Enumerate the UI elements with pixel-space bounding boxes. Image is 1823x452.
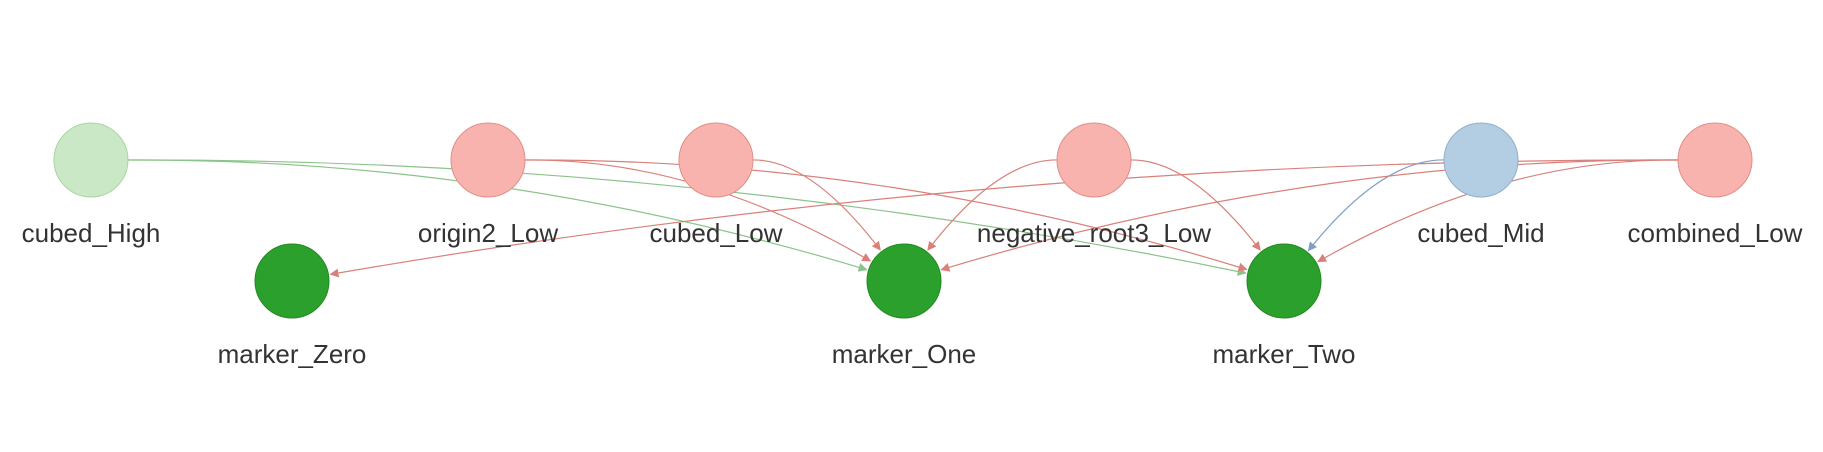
node-circle-cubed_Low[interactable] (678, 122, 754, 198)
nodes-layer: cubed_High origin2_Low cubed_Low negative_r… (22, 122, 1803, 369)
edge-cubed_Low-to-marker_One (751, 159, 881, 251)
node-label-cubed_High: cubed_High (22, 218, 161, 248)
node-cubed_High[interactable]: cubed_High (22, 122, 161, 248)
node-label-negative_root3_Low: negative_root3_Low (977, 218, 1211, 248)
node-circle-cubed_High[interactable] (53, 122, 129, 198)
node-circle-marker_Zero[interactable] (254, 243, 330, 319)
node-label-marker_Two: marker_Two (1212, 339, 1355, 369)
node-circle-cubed_Mid[interactable] (1443, 122, 1519, 198)
node-origin2_Low[interactable]: origin2_Low (418, 122, 558, 248)
node-marker_One[interactable]: marker_One (832, 243, 977, 369)
node-circle-marker_One[interactable] (866, 243, 942, 319)
node-marker_Zero[interactable]: marker_Zero (218, 243, 367, 369)
node-label-marker_Zero: marker_Zero (218, 339, 367, 369)
node-circle-combined_Low[interactable] (1677, 122, 1753, 198)
edge-origin2_Low-to-marker_Two (523, 159, 1248, 272)
node-label-cubed_Mid: cubed_Mid (1417, 218, 1544, 248)
node-circle-negative_root3_Low[interactable] (1056, 122, 1132, 198)
edge-negative_root3_Low-to-marker_One (927, 159, 1059, 251)
node-marker_Two[interactable]: marker_Two (1212, 243, 1356, 369)
edges-layer (126, 159, 1680, 278)
edge-cubed_Mid-to-marker_Two (1307, 159, 1446, 252)
node-cubed_Mid[interactable]: cubed_Mid (1417, 122, 1545, 248)
node-label-combined_Low: combined_Low (1628, 218, 1803, 248)
node-negative_root3_Low[interactable]: negative_root3_Low (977, 122, 1211, 248)
node-circle-marker_Two[interactable] (1246, 243, 1322, 319)
edge-negative_root3_Low-to-marker_Two (1129, 159, 1261, 251)
edge-combined_Low-to-marker_One (940, 159, 1680, 272)
node-label-cubed_Low: cubed_Low (650, 218, 783, 248)
edge-cubed_High-to-marker_Two (126, 159, 1247, 276)
node-combined_Low[interactable]: combined_Low (1628, 122, 1803, 248)
node-label-marker_One: marker_One (832, 339, 977, 369)
node-label-origin2_Low: origin2_Low (418, 218, 558, 248)
node-cubed_Low[interactable]: cubed_Low (650, 122, 783, 248)
node-circle-origin2_Low[interactable] (450, 122, 526, 198)
